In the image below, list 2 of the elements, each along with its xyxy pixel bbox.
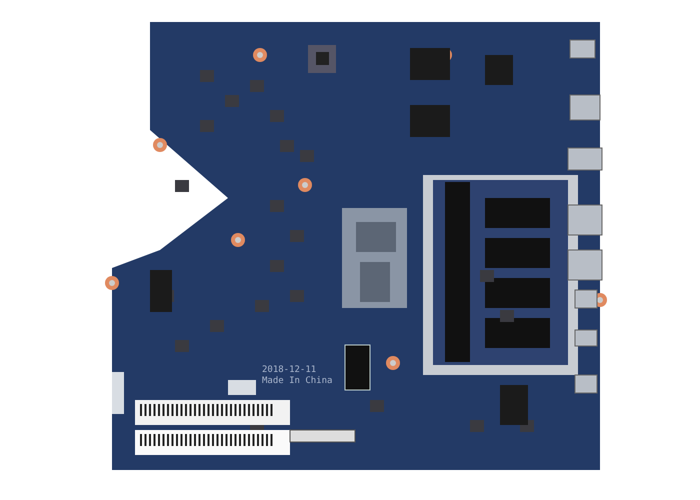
silkscreen-text: Made In China bbox=[262, 376, 332, 386]
silkscreen-text: 2018-12-11 bbox=[262, 365, 316, 375]
